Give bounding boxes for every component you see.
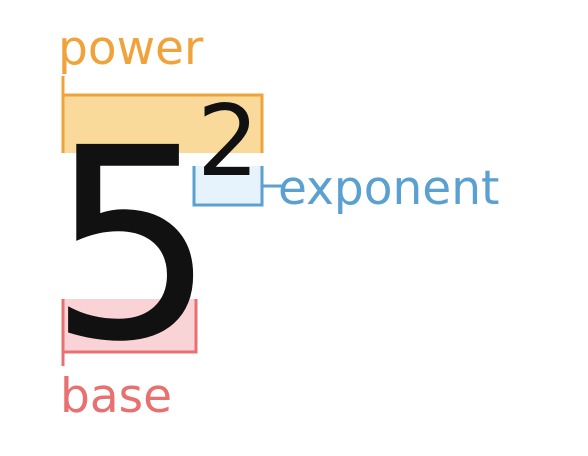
base-bracket [61,299,198,366]
exponent-bracket [192,166,282,207]
base-label: base [60,369,172,424]
power-label: power [58,21,204,76]
base-bracket-line [61,299,198,354]
base-digit: 5 [48,92,217,400]
power-highlight [63,95,262,153]
base-highlight [63,299,196,352]
exponent-label: exponent [278,161,499,216]
exponent-highlight [194,166,262,205]
power-bracket-line [61,93,264,153]
exponent-digit: 2 [197,85,259,199]
power-bracket [61,76,264,153]
